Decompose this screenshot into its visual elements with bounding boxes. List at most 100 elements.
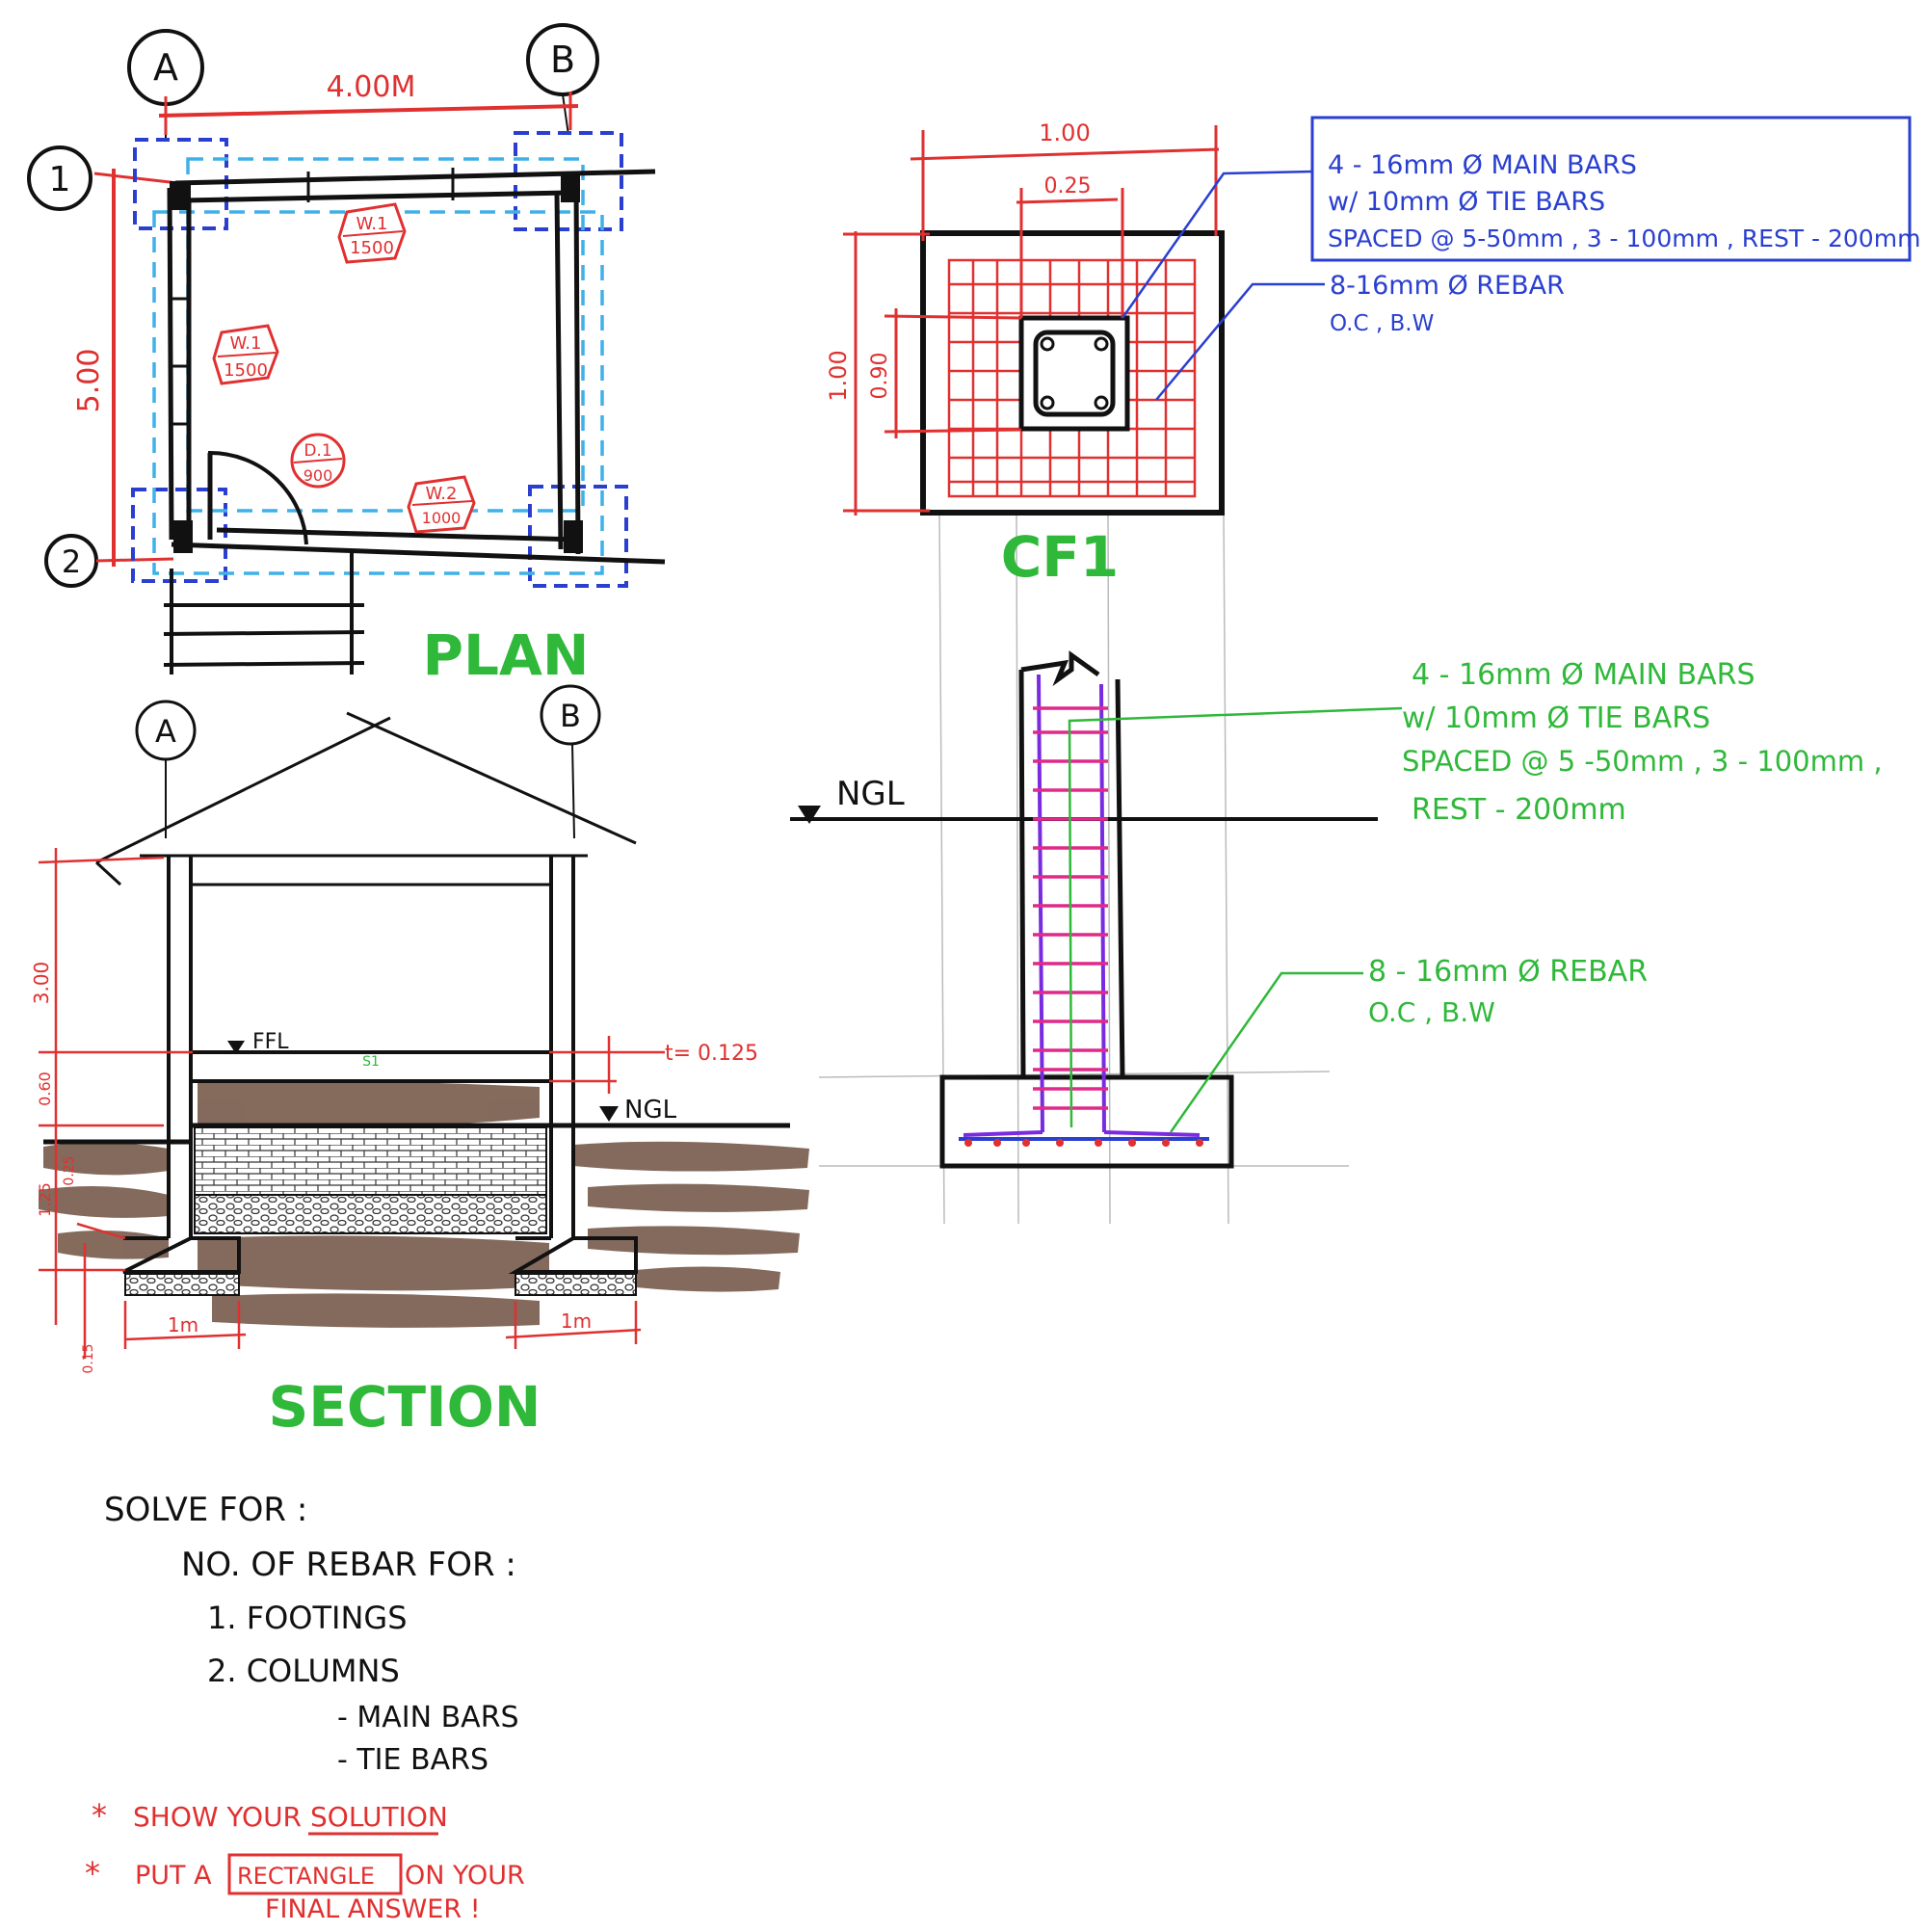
svg-text:1500: 1500 bbox=[224, 360, 268, 381]
problem-sub: NO. OF REBAR FOR : bbox=[181, 1546, 516, 1584]
problem-statement: SOLVE FOR : NO. OF REBAR FOR : 1. FOOTIN… bbox=[85, 1491, 525, 1924]
note2-prefix: PUT A bbox=[135, 1861, 212, 1891]
svg-text:1: 1 bbox=[49, 160, 71, 199]
svg-text:NGL: NGL bbox=[836, 775, 905, 813]
cf1-plan: 1.00 0.25 1.00 0.90 CF1 4 - 16mm Ø MAIN … bbox=[825, 116, 1920, 1225]
cf1-tie-bar bbox=[1033, 330, 1116, 417]
note2-rectangle bbox=[227, 1853, 403, 1895]
svg-text:S1: S1 bbox=[362, 1054, 380, 1070]
column-note-main-3: SPACED @ 5 -50mm , 3 - 100mm , bbox=[1402, 745, 1883, 778]
cf1-reference-lines bbox=[938, 510, 1229, 1225]
column-ground-lines bbox=[818, 1071, 1349, 1167]
section-grid-bubble-a: A bbox=[135, 700, 197, 838]
plan-tag-d1: D.1 900 bbox=[290, 433, 346, 489]
section-slab: S1 bbox=[43, 1050, 790, 1234]
section-dim-height: 3.00 bbox=[30, 962, 53, 1005]
cf1-note-main-2: w/ 10mm Ø TIE BARS bbox=[1328, 187, 1605, 217]
problem-item1: 1. FOOTINGS bbox=[207, 1600, 408, 1636]
problem-heading: SOLVE FOR : bbox=[104, 1491, 307, 1529]
column-note-rebar-2: O.C , B.W bbox=[1368, 996, 1495, 1028]
cf1-note-rebar-1: 8-16mm Ø REBAR bbox=[1330, 271, 1565, 301]
svg-text:W.2: W.2 bbox=[426, 484, 458, 504]
note2-box-word: RECTANGLE bbox=[237, 1863, 375, 1890]
plan-grid-bubble-b: B bbox=[526, 23, 599, 136]
plan-stairs bbox=[163, 549, 365, 675]
note2-bullet: * bbox=[85, 1855, 100, 1892]
problem-item2b: - TIE BARS bbox=[337, 1743, 488, 1777]
column-note-rebar-1: 8 - 16mm Ø REBAR bbox=[1368, 955, 1648, 989]
cf1-dim-inner-h: 0.90 bbox=[868, 353, 892, 400]
column-elevation: NGL bbox=[790, 650, 1883, 1169]
plan-dimension-width: 4.00M bbox=[158, 70, 579, 135]
section-roof bbox=[94, 711, 637, 887]
section-footing-width-right: 1m bbox=[561, 1310, 592, 1333]
cf1-note-main-1: 4 - 16mm Ø MAIN BARS bbox=[1328, 150, 1637, 180]
plan-tag-w2: W.2 1000 bbox=[407, 475, 476, 534]
plan-title: PLAN bbox=[423, 622, 590, 688]
cf1-dim-col-w: 0.25 bbox=[1044, 174, 1092, 198]
svg-text:W.1: W.1 bbox=[356, 214, 388, 234]
cf1-dimensions bbox=[843, 125, 1220, 516]
section-soil bbox=[39, 1079, 809, 1328]
cf1-leaders bbox=[1121, 170, 1325, 401]
column-footing-bar-dots bbox=[964, 1139, 1203, 1147]
section-footing-width-left: 1m bbox=[168, 1313, 198, 1337]
column-ngl-marker: NGL bbox=[798, 775, 905, 824]
column-outline bbox=[1018, 650, 1125, 1080]
cf1-dim-outer-w: 1.00 bbox=[1039, 119, 1090, 146]
section-dim-015: 0.15 bbox=[81, 1343, 96, 1373]
plan-columns bbox=[170, 172, 583, 553]
svg-text:B: B bbox=[550, 39, 575, 81]
section-dim-025: 0.25 bbox=[62, 1155, 77, 1185]
note2-suffix: ON YOUR bbox=[405, 1861, 525, 1891]
section-grid-bubble-b: B bbox=[540, 684, 601, 839]
cf1-title: CF1 bbox=[1001, 524, 1120, 590]
svg-text:B: B bbox=[560, 698, 581, 734]
column-note-main-1: 4 - 16mm Ø MAIN BARS bbox=[1412, 658, 1755, 692]
problem-item2: 2. COLUMNS bbox=[207, 1653, 400, 1689]
note2-line2: FINAL ANSWER ! bbox=[265, 1894, 481, 1924]
section-footings bbox=[122, 1236, 638, 1296]
column-note-main-2: w/ 10mm Ø TIE BARS bbox=[1402, 701, 1710, 735]
svg-text:FFL: FFL bbox=[252, 1030, 289, 1054]
svg-text:5.00: 5.00 bbox=[72, 349, 106, 413]
cf1-main-bars bbox=[1040, 336, 1109, 410]
section-ngl-marker: NGL bbox=[599, 1096, 677, 1125]
section-view: A B bbox=[30, 684, 809, 1440]
column-main-bars bbox=[963, 674, 1201, 1137]
svg-text:A: A bbox=[155, 713, 176, 750]
section-dim-125: 1.25 bbox=[36, 1182, 54, 1217]
cf1-note-rebar-2: O.C , B.W bbox=[1330, 311, 1434, 336]
plan-grid-bubble-2: 2 bbox=[44, 534, 98, 588]
problem-item2a: - MAIN BARS bbox=[337, 1701, 519, 1734]
column-leaders bbox=[1068, 706, 1403, 1133]
cf1-dim-outer-h: 1.00 bbox=[825, 350, 852, 401]
plan-view: A B 1 2 4.00M 5.00 bbox=[27, 23, 666, 688]
section-dim-060: 0.60 bbox=[36, 1072, 54, 1106]
cf1-note-main-3: SPACED @ 5-50mm , 3 - 100mm , REST - 200… bbox=[1328, 225, 1920, 252]
cf1-note-box bbox=[1310, 116, 1912, 262]
column-footing bbox=[939, 1074, 1234, 1169]
section-ffl-marker: FFL bbox=[227, 1030, 289, 1054]
column-note-main-4: REST - 200mm bbox=[1412, 793, 1626, 827]
svg-text:1000: 1000 bbox=[422, 509, 462, 527]
plan-door-d1 bbox=[207, 450, 308, 545]
svg-text:2: 2 bbox=[62, 543, 81, 580]
section-dimensions bbox=[38, 848, 665, 1359]
note1-word: SOLUTION bbox=[310, 1801, 448, 1833]
svg-text:W.1: W.1 bbox=[230, 333, 262, 354]
svg-text:1500: 1500 bbox=[350, 238, 394, 258]
svg-text:D.1: D.1 bbox=[304, 441, 331, 461]
svg-text:NGL: NGL bbox=[624, 1096, 677, 1125]
section-columns bbox=[167, 856, 575, 1238]
note1-prefix: SHOW YOUR bbox=[133, 1801, 302, 1833]
svg-text:A: A bbox=[153, 46, 178, 89]
svg-text:900: 900 bbox=[304, 466, 333, 485]
plan-tag-w1-left: W.1 1500 bbox=[212, 324, 279, 385]
plan-grid-bubble-1: 1 bbox=[27, 146, 92, 211]
plan-tag-w1-top: W.1 1500 bbox=[337, 202, 407, 264]
section-title: SECTION bbox=[269, 1374, 541, 1440]
section-slab-thickness: t= 0.125 bbox=[665, 1042, 758, 1066]
